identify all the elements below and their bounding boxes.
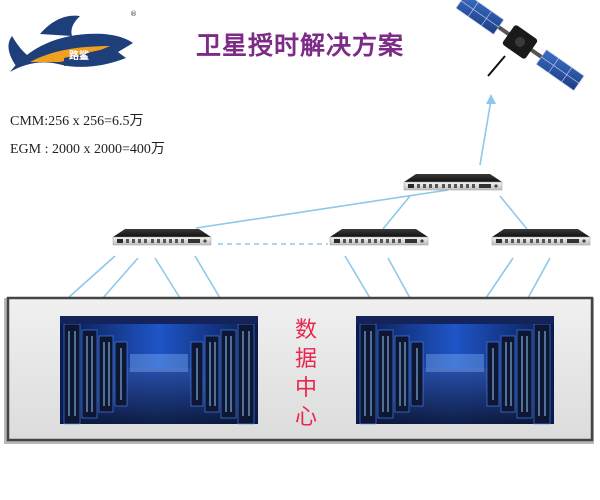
link-top-to-middle bbox=[382, 195, 411, 230]
rack-server-icon bbox=[491, 228, 591, 246]
datacenter-label-char: 数 bbox=[294, 318, 317, 343]
datacenter-label-char: 心 bbox=[294, 405, 317, 430]
formula-cmm: CMM:256 x 256=6.5万 bbox=[10, 114, 144, 129]
shark-logo-icon bbox=[8, 15, 133, 72]
logo-registered-mark: ® bbox=[130, 10, 137, 18]
datacenter-label-char: 中 bbox=[294, 376, 317, 401]
page-title: 卫星授时解决方案 bbox=[196, 31, 405, 60]
rack-server-icon bbox=[403, 173, 503, 191]
datacenter-label-char: 据 bbox=[294, 347, 317, 372]
rack-server-icon bbox=[329, 228, 429, 246]
rack-server-icon bbox=[112, 228, 212, 246]
uplink-arrowhead bbox=[486, 94, 496, 104]
formula-egm: EGM : 2000 x 2000=400万 bbox=[10, 142, 165, 157]
satellite-uplink bbox=[479, 99, 492, 166]
datacenter-label: 数 据 中 心 bbox=[288, 316, 324, 432]
logo-text: 路鲨 bbox=[69, 51, 89, 62]
link-top-to-right bbox=[499, 195, 528, 230]
server-room-icon bbox=[355, 315, 555, 425]
network-links bbox=[67, 99, 551, 299]
link-top-to-left bbox=[195, 189, 449, 229]
satellite-icon bbox=[455, 0, 585, 92]
server-room-icon bbox=[59, 315, 259, 425]
